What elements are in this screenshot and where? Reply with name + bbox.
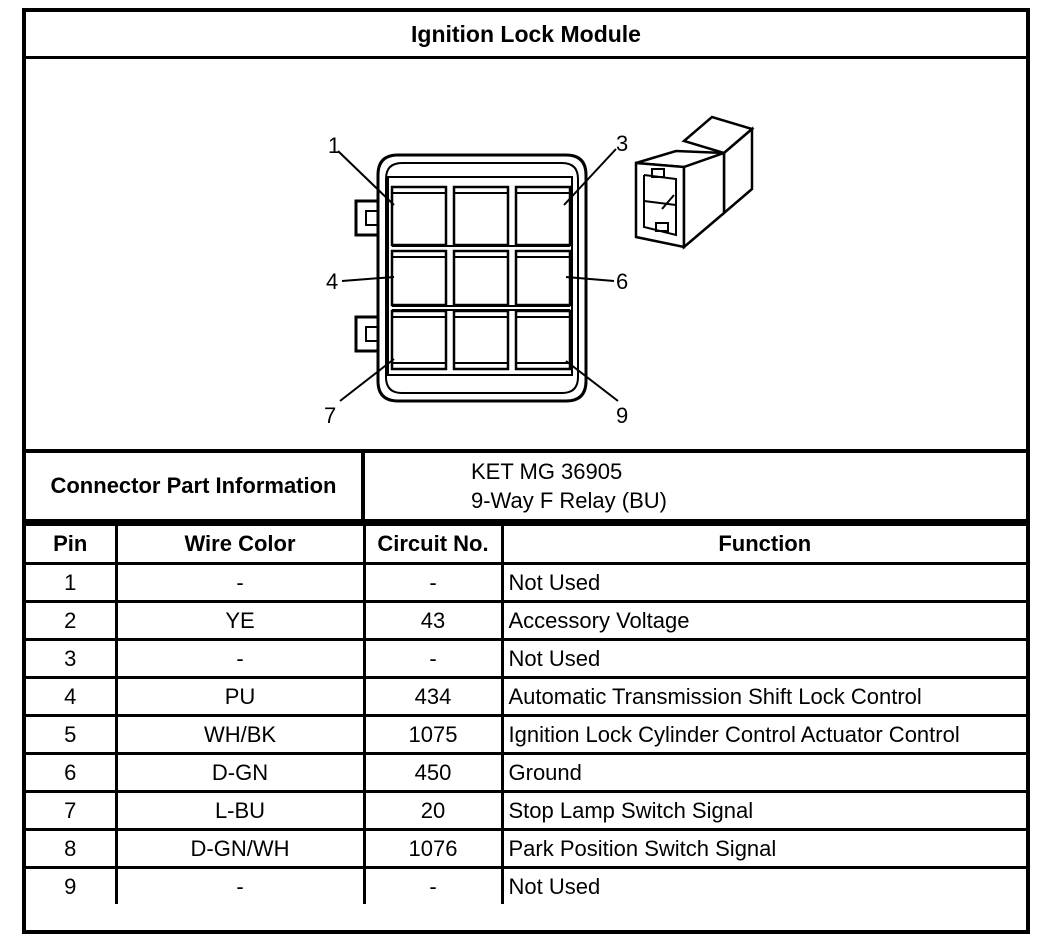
- callout-leaders: [337, 148, 619, 402]
- header-circuit-no: Circuit No.: [362, 523, 504, 565]
- pin-cell: 3: [26, 638, 118, 679]
- circuit-cell: 43: [362, 600, 504, 641]
- cavity-frame: [387, 176, 573, 376]
- table-row: 9--Not Used: [26, 866, 1026, 904]
- header-pin: Pin: [26, 523, 118, 565]
- pin-cell: 6: [26, 752, 118, 793]
- wire-color-cell: YE: [114, 600, 366, 641]
- table-row: 1--Not Used: [26, 562, 1026, 603]
- wire-color-cell: WH/BK: [114, 714, 366, 755]
- cavity-8: [452, 309, 510, 371]
- pin-cell: 4: [26, 676, 118, 717]
- table-row: 3--Not Used: [26, 638, 1026, 679]
- pin-cell: 5: [26, 714, 118, 755]
- circuit-cell: 1075: [362, 714, 504, 755]
- connector-sheet: Ignition Lock Module: [22, 8, 1030, 934]
- latch-lower: [354, 315, 378, 353]
- connector-part-information: Connector Part Information KET MG 36905 …: [26, 453, 1026, 523]
- circuit-cell: 1076: [362, 828, 504, 869]
- circuit-cell: -: [362, 562, 504, 603]
- function-cell: Not Used: [500, 562, 1026, 603]
- header-function: Function: [500, 523, 1026, 565]
- function-cell: Not Used: [500, 866, 1026, 904]
- cavity-1: [390, 185, 448, 247]
- connector-isometric-view: [634, 115, 755, 250]
- cavity-details: [392, 192, 570, 364]
- callout-4: 4: [326, 269, 338, 294]
- wire-color-cell: L-BU: [114, 790, 366, 831]
- cavity-5: [452, 249, 510, 307]
- pin-table: Pin Wire Color Circuit No. Function 1--N…: [26, 523, 1026, 904]
- cavity-3: [514, 185, 572, 247]
- connector-description: 9-Way F Relay (BU): [471, 488, 667, 513]
- callout-3: 3: [616, 131, 628, 156]
- connector-part-number: KET MG 36905: [471, 459, 623, 484]
- circuit-cell: -: [362, 866, 504, 904]
- function-cell: Not Used: [500, 638, 1026, 679]
- pin-cell: 1: [26, 562, 118, 603]
- wire-color-cell: -: [114, 562, 366, 603]
- circuit-cell: 450: [362, 752, 504, 793]
- circuit-cell: 20: [362, 790, 504, 831]
- pin-cell: 8: [26, 828, 118, 869]
- function-cell: Accessory Voltage: [500, 600, 1026, 641]
- cavity-7: [390, 309, 448, 371]
- function-cell: Ignition Lock Cylinder Control Actuator …: [500, 714, 1026, 755]
- wire-color-cell: -: [114, 866, 366, 904]
- pin-table-header: Pin Wire Color Circuit No. Function: [26, 523, 1026, 565]
- cavity-2: [452, 185, 510, 247]
- latch-upper-inner: [365, 210, 378, 226]
- callout-9: 9: [616, 403, 628, 428]
- cavity-9: [514, 309, 572, 371]
- pin-cell: 9: [26, 866, 118, 904]
- page-title: Ignition Lock Module: [26, 12, 1026, 59]
- wire-color-cell: PU: [114, 676, 366, 717]
- connector-info-value: KET MG 36905 9-Way F Relay (BU): [365, 453, 1026, 519]
- callout-1: 1: [328, 133, 340, 158]
- function-cell: Park Position Switch Signal: [500, 828, 1026, 869]
- wire-color-cell: D-GN: [114, 752, 366, 793]
- cavity-4: [390, 249, 448, 307]
- connector-housing-inner: [385, 162, 579, 394]
- connector-info-label: Connector Part Information: [26, 453, 365, 519]
- circuit-cell: -: [362, 638, 504, 679]
- callout-6: 6: [616, 269, 628, 294]
- pin-cell: 2: [26, 600, 118, 641]
- connector-housing: [376, 153, 588, 403]
- header-wire-color: Wire Color: [114, 523, 366, 565]
- connector-drawing: 1 3 4 6 7 9: [324, 115, 755, 428]
- function-cell: Ground: [500, 752, 1026, 793]
- wire-color-cell: D-GN/WH: [114, 828, 366, 869]
- cavity-grid: [390, 185, 572, 371]
- cavity-6: [514, 249, 572, 307]
- function-cell: Automatic Transmission Shift Lock Contro…: [500, 676, 1026, 717]
- latch-upper: [354, 199, 378, 237]
- callout-7: 7: [324, 403, 336, 428]
- pin-cell: 7: [26, 790, 118, 831]
- connector-diagram: 1 3 4 6 7 9: [26, 59, 1026, 453]
- latch-lower-inner: [365, 326, 378, 342]
- function-cell: Stop Lamp Switch Signal: [500, 790, 1026, 831]
- circuit-cell: 434: [362, 676, 504, 717]
- wire-color-cell: -: [114, 638, 366, 679]
